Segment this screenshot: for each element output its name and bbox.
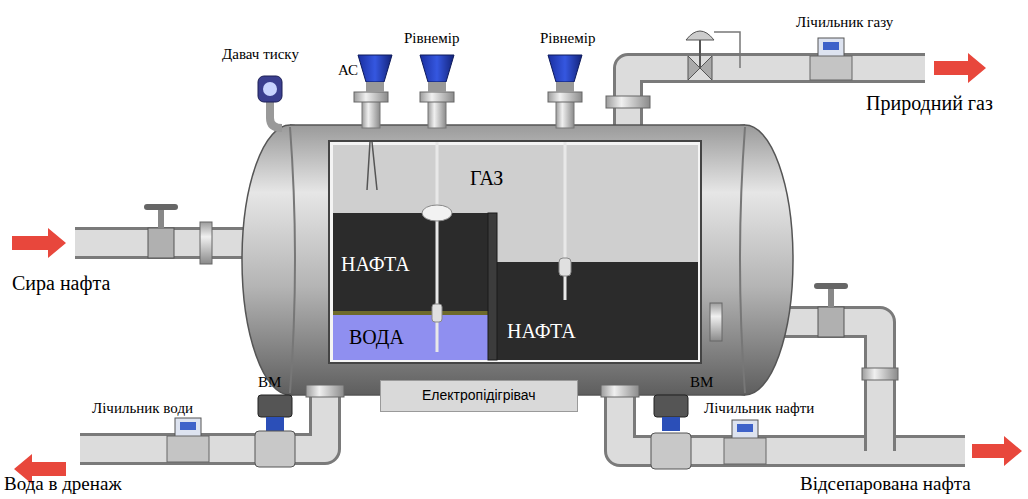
flow-label: Вода в дренаж [4,474,122,495]
meter-label: Лічильник води [92,400,193,417]
sensor-label: АС [338,62,358,79]
zone-text: НАФТА [507,320,576,342]
flow-meter [167,38,852,464]
flow-label: Сира нафта [12,272,110,294]
zone-text: ВОДА [349,326,404,348]
level-sensors [358,55,582,92]
zone-text: Електропідігрівач [422,388,536,403]
flow-label: Природний газ [866,92,993,114]
gate-valve [144,204,178,258]
flow-label: Відсепарована нафта [800,474,971,495]
oil-zone: НАФТА [333,213,483,311]
zone-text: ГАЗ [470,167,503,189]
flow-arrows [12,53,1022,484]
heater-box: Електропідігрівач [380,380,578,412]
meter-label: Лічильник газу [796,14,893,31]
pressure-sensor [258,76,282,128]
sensor-label: Рівнемір [540,30,595,47]
pressure-regulator [686,31,740,80]
sensor-label: Рівнемір [404,30,459,47]
cutaway [329,141,701,363]
gate-valve [814,283,848,337]
meter-label: Лічильник нафти [704,400,814,417]
valve-label: ВМ [690,374,713,391]
water-zone: ВОДА [333,315,483,360]
valve-label: ВМ [258,374,281,391]
zone-text: НАФТА [341,253,410,275]
oil-zone: НАФТА [497,262,698,360]
vessel [242,125,793,395]
gas-zone: ГАЗ [333,145,698,213]
nozzles [200,92,898,397]
pipes [75,68,965,451]
sensor-label: Давач тиску [222,46,299,63]
